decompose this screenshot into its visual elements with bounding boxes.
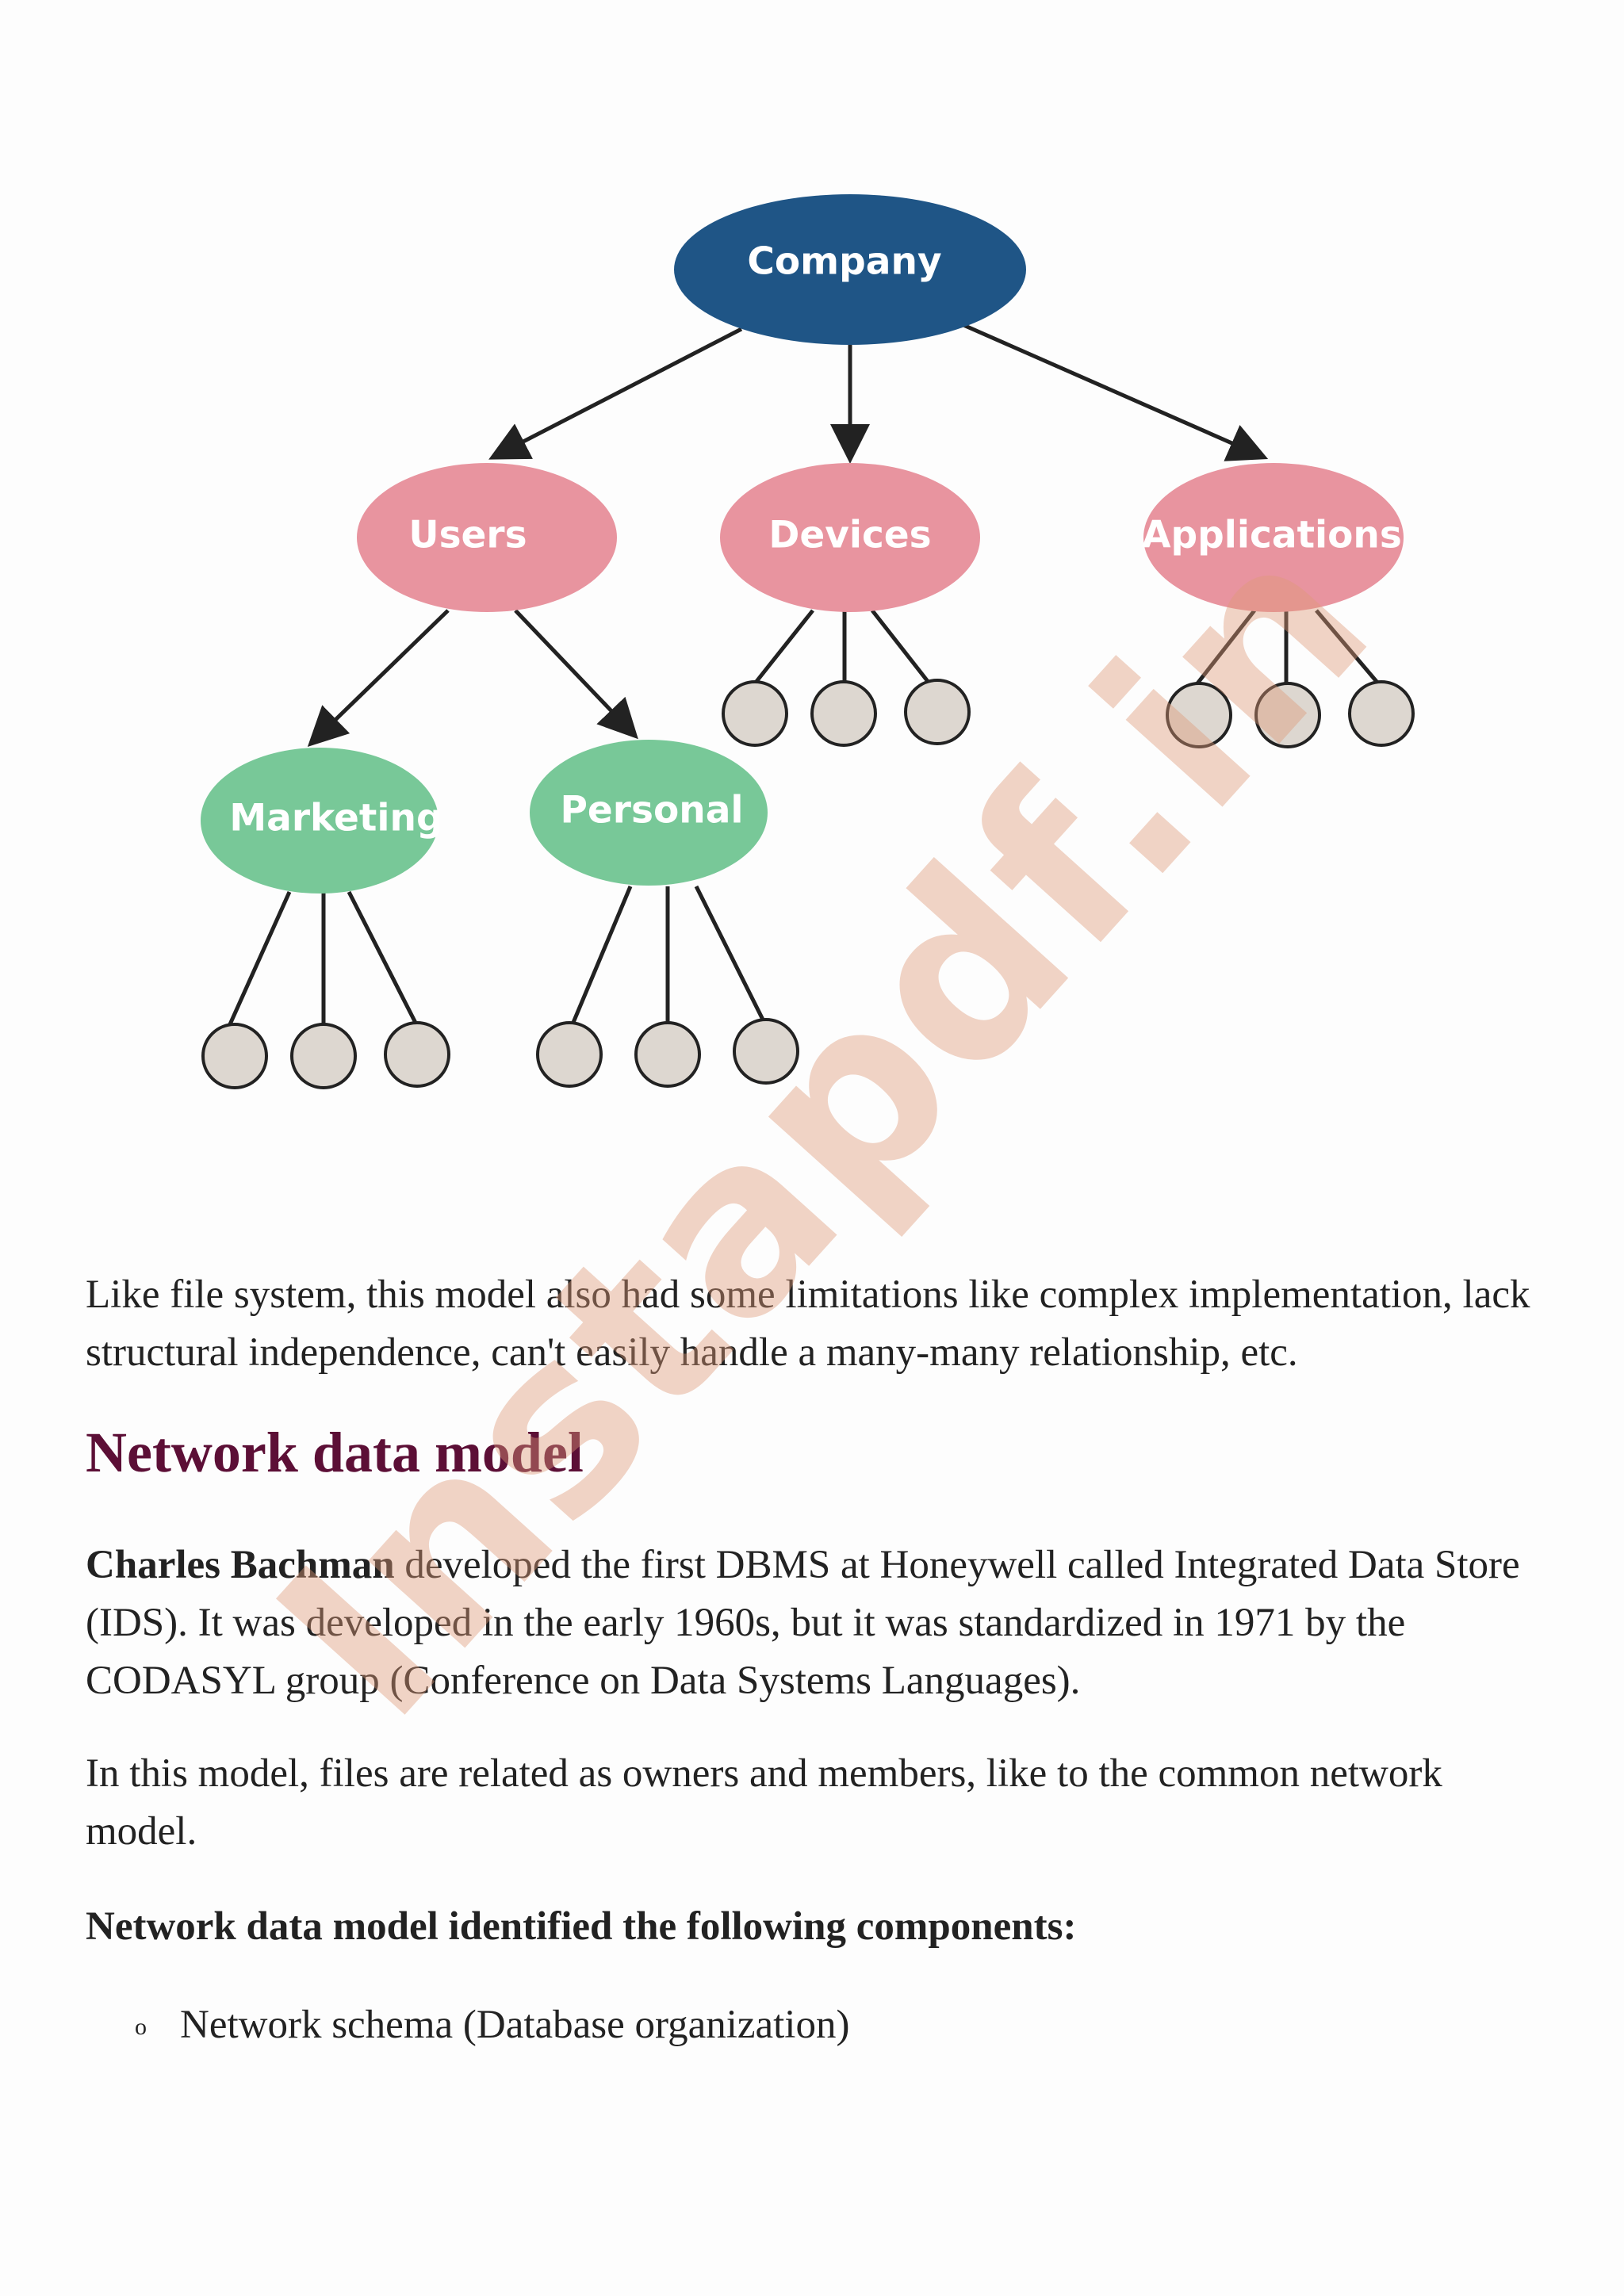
node-devices-label: Devices: [768, 514, 931, 557]
node-applications-label: Applications: [1142, 514, 1402, 557]
edge-company-applications: [962, 323, 1269, 461]
node-marketing: Marketing: [201, 748, 443, 894]
leaf-node: [1254, 682, 1321, 748]
leaf-node: [1166, 682, 1232, 748]
hierarchical-model-diagram: Company Users Devices Applications Marke…: [201, 194, 1415, 1089]
edge-devices-leaf: [871, 609, 931, 685]
node-personal: Personal: [530, 740, 768, 886]
node-devices: Devices: [720, 463, 980, 612]
leaf-node: [536, 1021, 603, 1088]
edge-company-users: [488, 327, 743, 460]
leaf-node: [733, 1018, 799, 1085]
list-item: o Network schema (Database organization): [135, 1996, 849, 2057]
node-marketing-label: Marketing: [229, 797, 442, 840]
node-users: Users: [357, 463, 617, 612]
bachman-paragraph: Charles Bachman developed the first DBMS…: [86, 1536, 1545, 1710]
edge-personal-leaf: [694, 885, 768, 1026]
edge-users-marketing: [307, 609, 450, 747]
node-company: Company: [674, 194, 1026, 345]
edge-applications-leaf: [1315, 609, 1380, 685]
edge-users-personal: [514, 609, 638, 740]
node-company-label: Company: [747, 240, 941, 284]
edge-marketing-leaf: [347, 890, 419, 1026]
leaf-node: [201, 1023, 268, 1089]
components-heading: Network data model identified the follow…: [86, 1904, 1077, 1949]
node-users-label: Users: [408, 514, 527, 557]
leaf-node: [722, 680, 788, 747]
edge-marketing-leaf: [228, 890, 292, 1026]
edge-devices-leaf: [753, 609, 814, 685]
section-heading: Network data model: [86, 1421, 584, 1484]
node-personal-label: Personal: [560, 789, 743, 832]
node-applications: Applications: [1142, 463, 1404, 612]
leaf-node: [810, 680, 877, 747]
leaf-node: [634, 1021, 701, 1088]
leaf-node: [904, 679, 971, 745]
bachman-paragraph-text: developed the first DBMS at Honeywell ca…: [86, 1543, 1520, 1703]
leaf-node: [384, 1021, 450, 1088]
limitations-paragraph: Like file system, this model also had so…: [86, 1272, 1530, 1375]
leaf-node: [1348, 680, 1415, 747]
bullet-marker: o: [135, 2013, 147, 2040]
edge-personal-leaf: [570, 886, 633, 1025]
leaf-node: [290, 1023, 357, 1089]
owners-members-paragraph: In this model, files are related as owne…: [86, 1751, 1442, 1854]
edge-applications-leaf: [1196, 609, 1256, 685]
list-item-text: Network schema (Database organization): [180, 2003, 850, 2047]
bachman-name: Charles Bachman: [86, 1543, 395, 1587]
